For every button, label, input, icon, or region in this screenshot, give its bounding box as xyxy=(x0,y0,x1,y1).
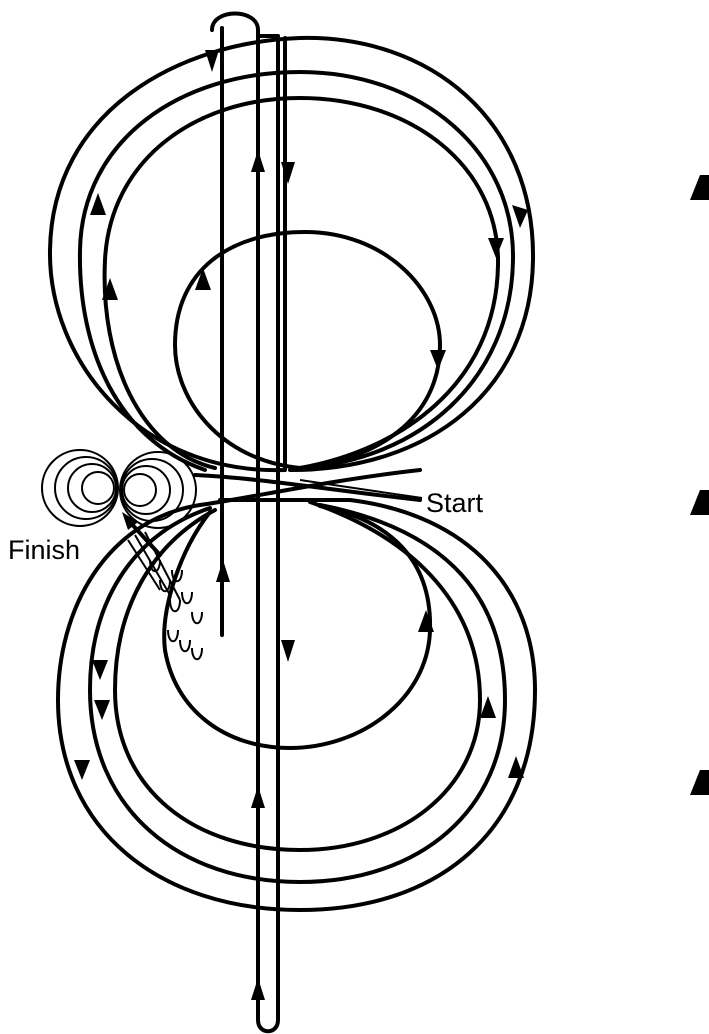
arrowhead-icon xyxy=(251,978,265,1000)
arrowhead-icon xyxy=(251,786,265,808)
upper-inner-loop xyxy=(105,98,498,468)
arrowhead-icon xyxy=(92,660,108,680)
arrowhead-icon xyxy=(74,760,90,780)
arrowhead-icon xyxy=(195,268,211,290)
upper-middle-loop xyxy=(80,72,513,470)
arrowhead-icon xyxy=(205,50,219,72)
finish-label: Finish xyxy=(8,537,80,564)
arrowhead-icon xyxy=(281,640,295,662)
cone-icon xyxy=(690,770,709,795)
arrowhead-icon xyxy=(216,560,230,582)
arrowhead-icon xyxy=(488,238,504,258)
cone-icon xyxy=(690,175,709,200)
arrowhead-icon xyxy=(512,205,528,228)
arrowhead-icon xyxy=(508,756,524,778)
cone-icon xyxy=(690,490,709,515)
arrowhead-icon xyxy=(430,350,446,370)
arrowhead-icon xyxy=(251,150,265,172)
arrowhead-icon xyxy=(94,700,110,720)
arrowhead-icon xyxy=(480,696,496,718)
arrowhead-icon xyxy=(90,193,106,215)
finish-spirals xyxy=(42,450,196,528)
lower-inner-loop xyxy=(115,502,480,850)
start-label: Start xyxy=(426,490,483,517)
